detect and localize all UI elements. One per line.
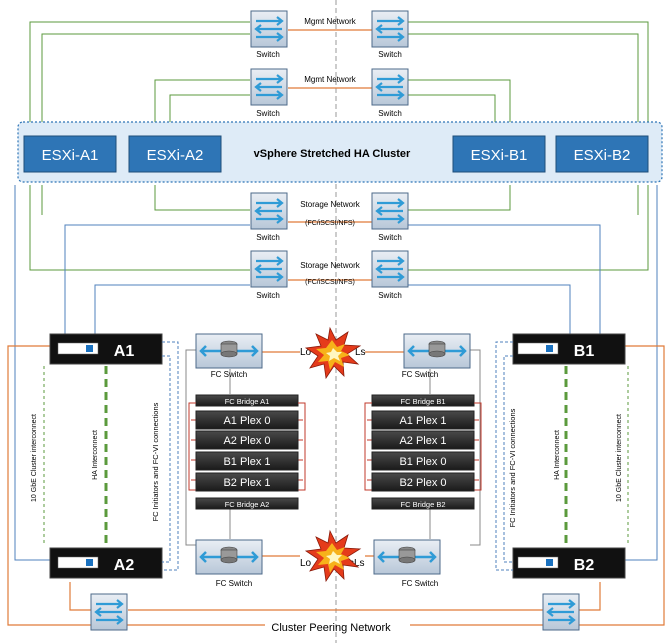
fc-bridge-a2 <box>195 497 299 510</box>
controller-a2 <box>49 547 163 579</box>
controller-b2 <box>512 547 626 579</box>
mgmt-network-label-2: Mgmt Network <box>304 75 357 84</box>
fc-initiator-paths <box>162 341 513 571</box>
fc-switch-b-bottom <box>373 539 441 575</box>
host-esxi-b1 <box>452 135 546 173</box>
plex-left-0-label: A1 Plex 0 <box>223 415 270 427</box>
fc-bridge-a2-label: FC Bridge A2 <box>225 500 270 509</box>
controller-a1-label: A1 <box>114 343 135 360</box>
mgmt-switch-2b-label: Switch <box>378 109 402 118</box>
peering-switch-b <box>542 593 580 631</box>
isl-bottom-right-label: sLs <box>349 558 365 569</box>
storage-links <box>14 185 658 561</box>
plex-shelf-left-1 <box>195 430 299 450</box>
controller-b2-label: B2 <box>574 557 595 574</box>
storage-switch-1a <box>250 192 288 230</box>
host-esxi-a1 <box>23 135 117 173</box>
fc-bridge-b1 <box>371 394 475 407</box>
storage-network-label-1: Storage Network <box>300 200 361 209</box>
isl-top-right-label: Ls <box>355 347 366 358</box>
storage-switch-2a <box>250 250 288 288</box>
plex-shelf-right-3 <box>371 472 475 492</box>
orange-links <box>7 29 665 626</box>
storage-switch-2b <box>371 250 409 288</box>
fc-switch-a-bottom-label: FC Switch <box>216 579 252 588</box>
fc-connections-label-a: FC Initiators and FC-VI connections <box>151 402 160 521</box>
mgmt-switch-2b <box>371 68 409 106</box>
plex-shelf-left-0 <box>195 410 299 430</box>
fc-bridge-b2 <box>371 497 475 510</box>
plex-shelf-right-2 <box>371 451 475 471</box>
fc-bridge-b1-label: FC Bridge B1 <box>400 397 445 406</box>
cluster-interconnect-label-b: 10 GbE Cluster interconnect <box>616 414 623 502</box>
controller-a1 <box>49 333 163 365</box>
fc-bridge-b2-label: FC Bridge B2 <box>400 500 445 509</box>
storage-switch-1a-label: Switch <box>256 233 280 242</box>
host-esxi-b2 <box>555 135 649 173</box>
mgmt-switch-1a-label: Switch <box>256 50 280 59</box>
host-esxi-b2-label: ESXi-B2 <box>574 147 631 164</box>
fc-switch-b-top <box>403 333 471 369</box>
ha-interconnect-label-a: HA Interconnect <box>92 430 99 480</box>
peering-switch-a <box>90 593 128 631</box>
fc-bridge-a1 <box>195 394 299 407</box>
mgmt-switch-1b-label: Switch <box>378 50 402 59</box>
isl-top-left-label: Lo <box>300 347 312 358</box>
cluster-title: vSphere Stretched HA Cluster <box>254 148 411 160</box>
ha-interconnect-label-b: HA Interconnect <box>554 430 561 480</box>
fc-switch-a-top-label: FC Switch <box>211 370 247 379</box>
storage-switch-2b-label: Switch <box>378 291 402 300</box>
plex-left-2-label: B1 Plex 1 <box>223 456 270 468</box>
storage-switch-1b-label: Switch <box>378 233 402 242</box>
storage-network-label-2: Storage Network <box>300 261 361 270</box>
fc-connections-label-b: FC Initiators and FC-VI connections <box>508 408 517 527</box>
plex-right-3-label: B2 Plex 0 <box>399 477 446 489</box>
mgmt-links <box>29 21 649 271</box>
storage-network-proto-2: (FC/iSCSI/NFS) <box>305 279 355 286</box>
controller-b1 <box>512 333 626 365</box>
storage-switch-1b <box>371 192 409 230</box>
host-esxi-a1-label: ESXi-A1 <box>42 147 99 164</box>
plex-right-1-label: A2 Plex 1 <box>399 435 446 447</box>
fc-switch-a-bottom <box>195 539 263 575</box>
plex-shelf-left-3 <box>195 472 299 492</box>
host-esxi-a2 <box>128 135 222 173</box>
plex-shelf-right-0 <box>371 410 475 430</box>
cluster-interconnect-label-a: 10 GbE Cluster interconnect <box>31 414 38 502</box>
mgmt-switch-1b <box>371 10 409 48</box>
isl-failure-burst-top <box>304 326 362 380</box>
storage-network-proto-1: (FC/iSCSI/NFS) <box>305 220 355 227</box>
fc-bridge-a1-label: FC Bridge A1 <box>225 397 270 406</box>
mgmt-switch-2a <box>250 68 288 106</box>
fc-switch-a-top <box>195 333 263 369</box>
storage-switch-2a-label: Switch <box>256 291 280 300</box>
plex-right-2-label: B1 Plex 0 <box>399 456 446 468</box>
mgmt-network-label-1: Mgmt Network <box>304 17 357 26</box>
host-esxi-a2-label: ESXi-A2 <box>147 147 204 164</box>
isl-failure-burst-bottom <box>304 529 362 583</box>
fc-switch-b-top-label: FC Switch <box>402 370 438 379</box>
bridge-shelf-links <box>188 402 482 491</box>
plex-shelf-right-1 <box>371 430 475 450</box>
controller-b1-label: B1 <box>574 343 595 360</box>
plex-shelf-left-2 <box>195 451 299 471</box>
plex-right-0-label: A1 Plex 1 <box>399 415 446 427</box>
plex-left-3-label: B2 Plex 1 <box>223 477 270 489</box>
peering-network-label: Cluster Peering Network <box>271 622 391 634</box>
host-esxi-b1-label: ESXi-B1 <box>471 147 528 164</box>
mgmt-switch-2a-label: Switch <box>256 109 280 118</box>
isl-bottom-left-label: Lo <box>300 558 312 569</box>
controller-a2-label: A2 <box>114 557 135 574</box>
plex-left-1-label: A2 Plex 0 <box>223 435 270 447</box>
mgmt-switch-1a <box>250 10 288 48</box>
fc-switch-b-bottom-label: FC Switch <box>402 579 438 588</box>
